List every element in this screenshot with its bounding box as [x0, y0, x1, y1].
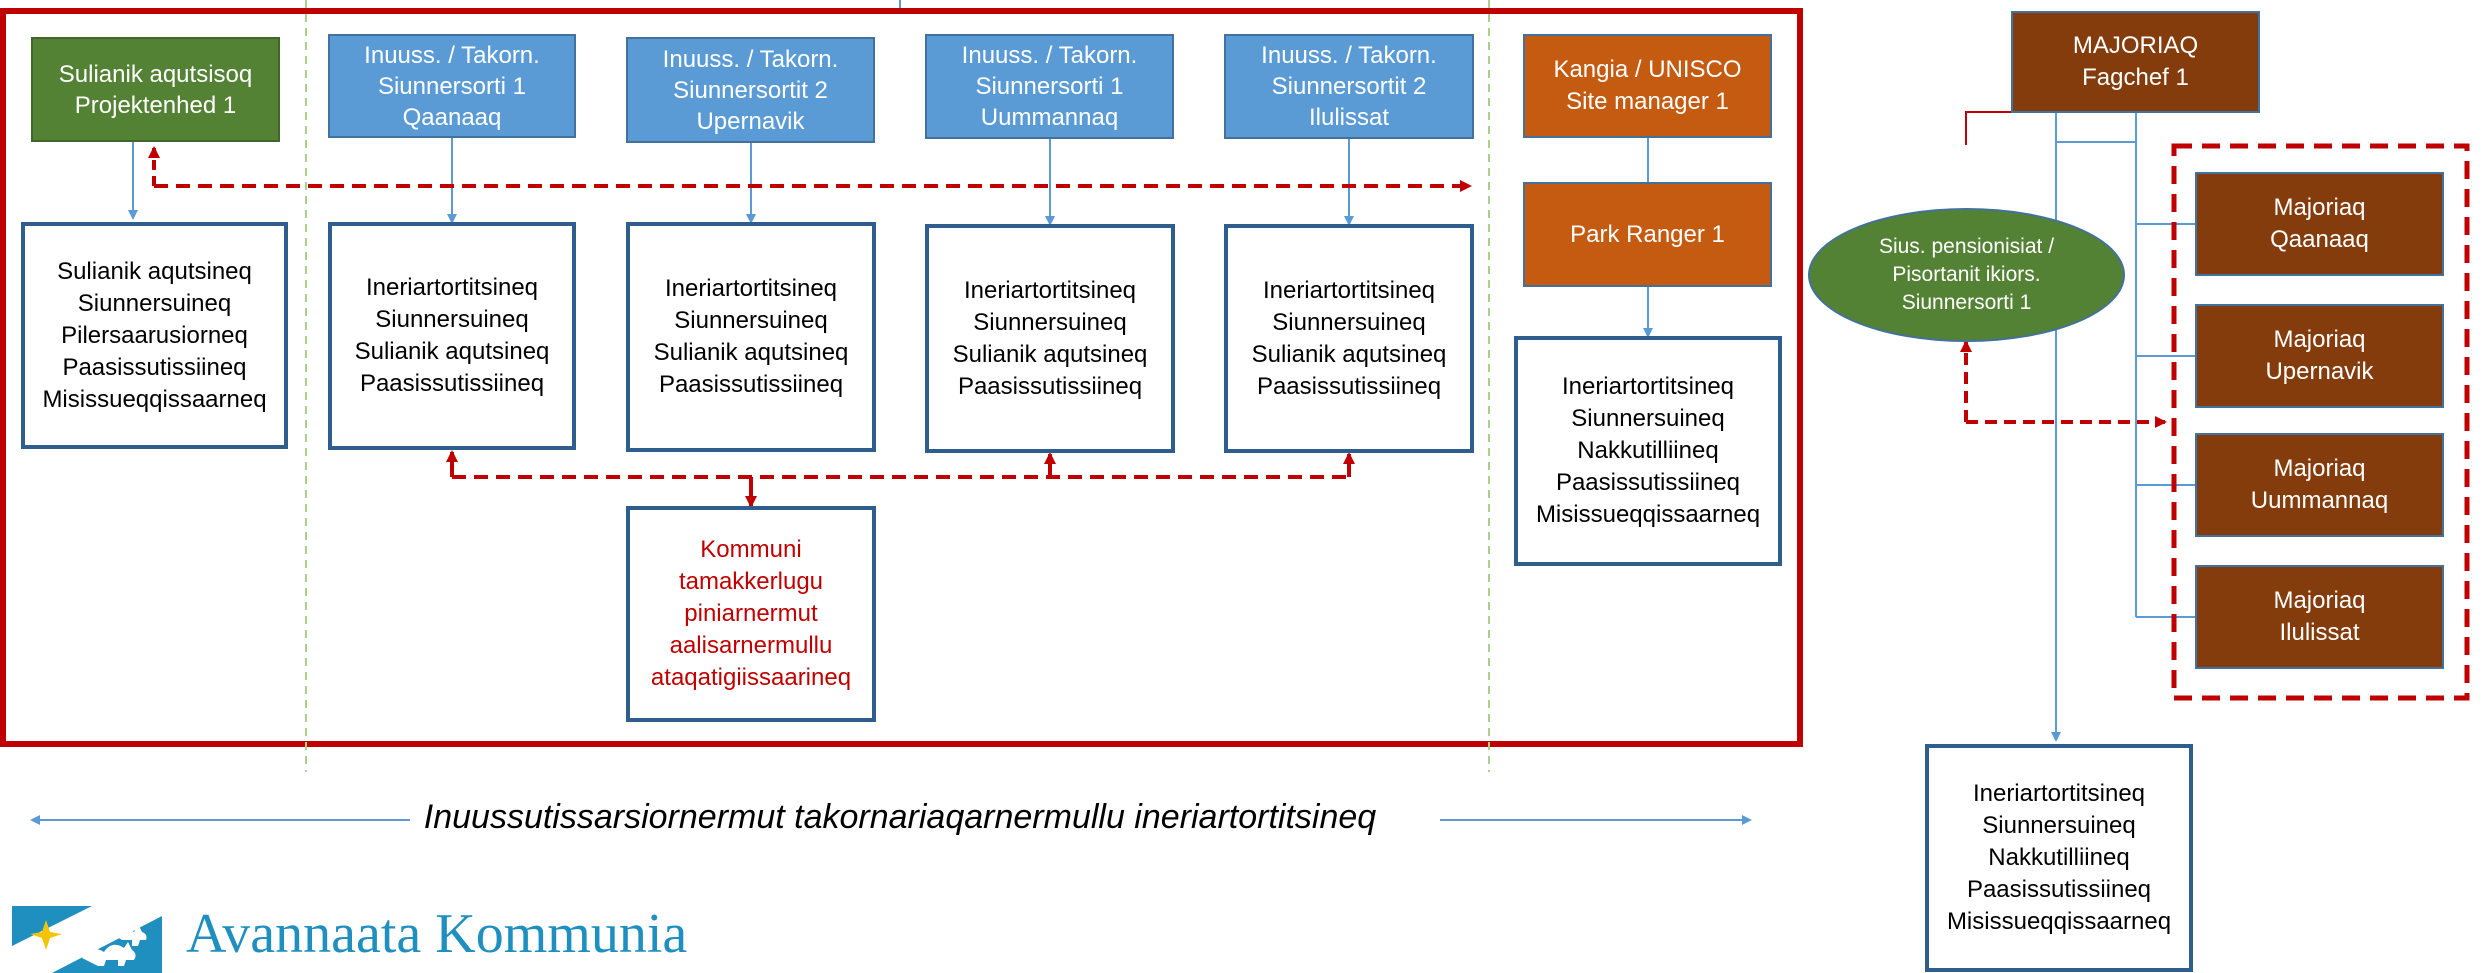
project-unit-header: Sulianik aqutsisoq Projektenhed 1 [31, 37, 280, 142]
red-frame [0, 8, 1803, 747]
municipal-coordination-box: Kommuni tamakkerlugu piniarnermut aalisa… [626, 506, 876, 722]
park-ranger-box: Park Ranger 1 [1523, 182, 1772, 287]
pension-advisor-oval: Sius. pensionisiat / Pisortanit ikiors. … [1808, 208, 2125, 342]
advisor-tasks-uummannaq: Ineriartortitsineq Siunnersuineq Suliani… [925, 224, 1175, 453]
majoriaq-dashed-frame [2171, 143, 2470, 701]
advisor-header-uummannaq: Inuuss. / Takorn. Siunnersorti 1 Uummann… [925, 34, 1174, 139]
advisor-tasks-qaanaaq: Ineriartortitsineq Siunnersuineq Suliani… [328, 222, 576, 450]
development-banner: Inuussutissarsiornermut takornariaqarner… [423, 798, 1377, 836]
unesco-site-manager-header: Kangia / UNISCO Site manager 1 [1523, 34, 1772, 138]
majoriaq-upernavik-box: Majoriaq Upernavik [2195, 304, 2444, 408]
advisor-tasks-ilulissat: Ineriartortitsineq Siunnersuineq Suliani… [1224, 224, 1474, 453]
majoriaq-uummannaq-box: Majoriaq Uummannaq [2195, 433, 2444, 537]
avannaata-logo-text: Avannaata Kommunia [186, 903, 688, 965]
advisor-header-qaanaaq: Inuuss. / Takorn. Siunnersorti 1 Qaanaaq [328, 34, 576, 138]
avannaata-logo-icon [12, 906, 162, 973]
advisor-tasks-upernavik: Ineriartortitsineq Siunnersuineq Suliani… [626, 222, 876, 452]
project-unit-tasks: Sulianik aqutsineq Siunnersuineq Pilersa… [21, 222, 288, 449]
majoriaq-ilulissat-box: Majoriaq Ilulissat [2195, 565, 2444, 669]
advisor-header-upernavik: Inuuss. / Takorn. Siunnersortit 2 Uperna… [626, 37, 875, 143]
advisor-header-ilulissat: Inuuss. / Takorn. Siunnersortit 2 Ilulis… [1224, 34, 1474, 139]
majoriaq-head-box: MAJORIAQ Fagchef 1 [2011, 11, 2260, 113]
majoriaq-tasks: Ineriartortitsineq Siunnersuineq Nakkuti… [1925, 744, 2193, 972]
majoriaq-qaanaaq-box: Majoriaq Qaanaaq [2195, 172, 2444, 276]
connector-head-oval [1965, 111, 2136, 145]
unesco-tasks: Ineriartortitsineq Siunnersuineq Nakkuti… [1514, 336, 1782, 566]
